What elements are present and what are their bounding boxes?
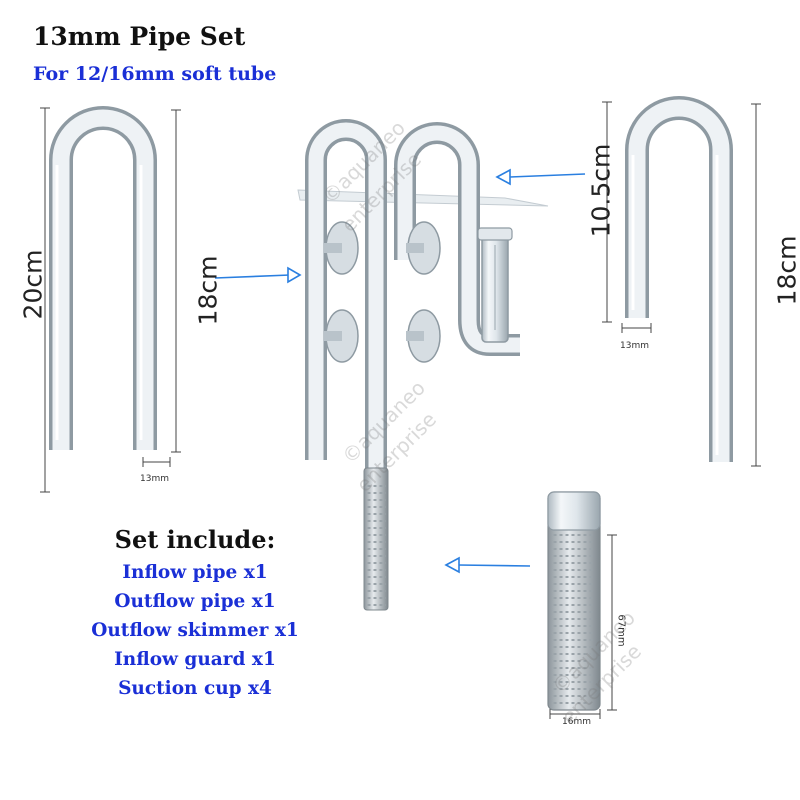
outflow-pipe-drawing [625, 96, 733, 462]
arrow-to-inflow-pipe [214, 266, 302, 284]
outflow-pipe-dimension-lines [602, 101, 761, 467]
guard-length-label: 67mm [615, 614, 627, 647]
left-pipe-leg-label: 18cm [193, 255, 223, 326]
arrow-to-strainer [444, 556, 531, 574]
page-title: 13mm Pipe Set [33, 22, 246, 51]
list-item: Outflow skimmer x1 [91, 620, 299, 641]
set-include-heading: Set include: [114, 525, 276, 554]
page-subtitle: For 12/16mm soft tube [33, 63, 277, 85]
right-pipe-leg-label: 18cm [772, 235, 800, 306]
list-item: Outflow pipe x1 [114, 591, 276, 612]
right-pipe-top-label: 10.5cm [586, 143, 616, 238]
left-pipe-diameter-label: 13mm [140, 474, 169, 484]
arrow-to-outflow-pipe [495, 168, 586, 186]
list-item: Inflow pipe x1 [122, 562, 268, 583]
right-pipe-diameter-label: 13mm [620, 341, 649, 351]
left-pipe-height-label: 20cm [18, 249, 48, 320]
set-include-list: Set include: Inflow pipe x1 Outflow pipe… [60, 525, 330, 703]
callout-arrows [214, 168, 586, 574]
pipe-assembly-drawing [297, 119, 549, 611]
guard-diameter-label: 16mm [562, 717, 591, 727]
inflow-guard-dimension-lines [549, 534, 617, 719]
inflow-guard-drawing [547, 491, 601, 711]
list-item: Inflow guard x1 [114, 649, 276, 670]
inflow-pipe-dimension-lines [40, 107, 181, 493]
list-item: Suction cup x4 [118, 678, 272, 699]
inflow-pipe-drawing [49, 106, 157, 450]
